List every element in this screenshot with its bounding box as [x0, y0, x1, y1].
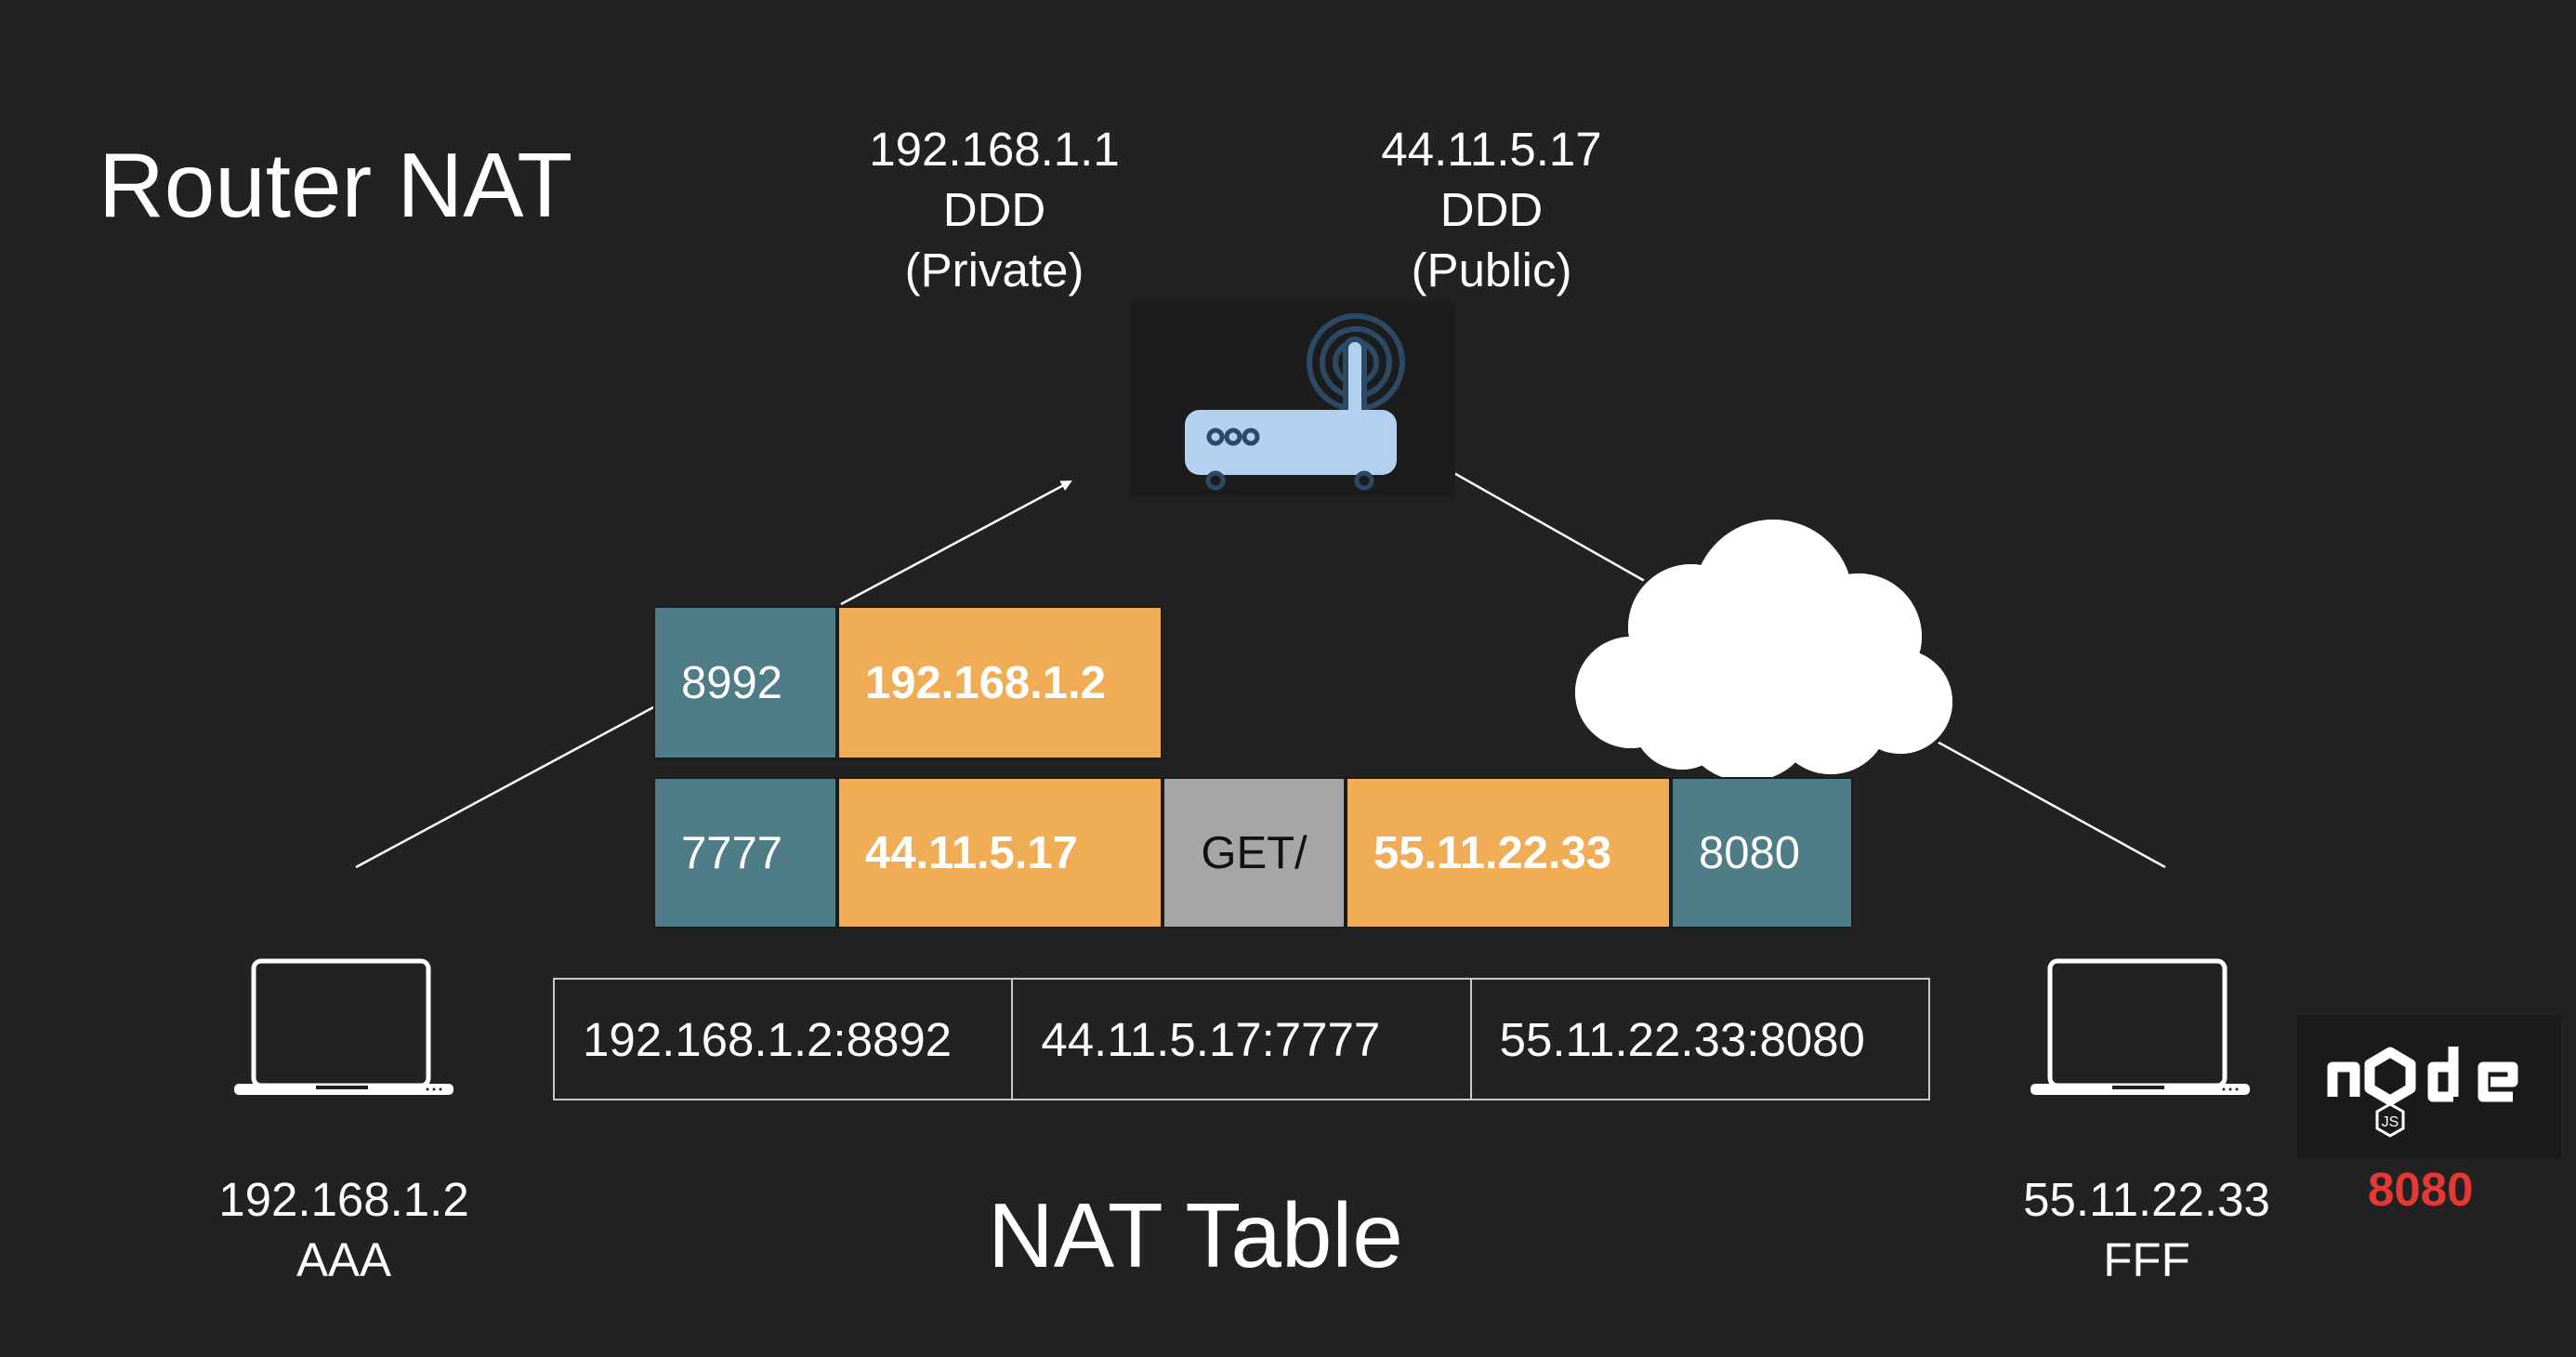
svg-text:JS: JS [2382, 1114, 2399, 1130]
nat-table-cell: 192.168.1.2:8892 [583, 1012, 953, 1066]
packet-to-router-arrow [840, 480, 1072, 606]
packet-public: 7777 44.11.5.17 GET/ 55.11.22.33 8080 [653, 777, 1853, 929]
router-public-mac: DDD [1439, 183, 1544, 236]
cloud-to-server-line [1923, 732, 2166, 869]
client-laptop-icon [234, 958, 453, 1095]
router-icon [1185, 313, 1405, 491]
router-private-ip: 192.168.1.1 [869, 123, 1120, 176]
client-to-router-line [355, 705, 656, 869]
packet-payload: GET/ [1163, 777, 1346, 929]
router-public-tag: (Public) [1411, 244, 1572, 296]
nat-table-cell: 55.11.22.33:8080 [1469, 980, 1928, 1099]
packet-dst-ip: 55.11.22.33 [1346, 777, 1671, 929]
nat-table-cell: 44.11.5.17:7777 [1011, 980, 1469, 1099]
packet-private-port: 8992 [653, 606, 837, 759]
router-to-cloud-line [1430, 458, 1650, 586]
server-laptop-icon [2031, 958, 2250, 1095]
client-mac: AAA [296, 1233, 392, 1286]
router-public-label: 44.11.5.17 DDD (Public) [1352, 119, 1631, 300]
client-label: 192.168.1.2 AAA [195, 1169, 493, 1290]
router-private-label: 192.168.1.1 DDD (Private) [855, 119, 1134, 300]
server-port-label: 8080 [2368, 1163, 2474, 1216]
packet-src-port: 7777 [653, 777, 837, 929]
router-public-ip: 44.11.5.17 [1381, 123, 1602, 176]
packet-src-ip: 44.11.5.17 [837, 777, 1163, 929]
nodejs-logo-icon: JS [2327, 1047, 2518, 1138]
client-ip: 192.168.1.2 [218, 1173, 469, 1226]
nat-table-title: NAT Table [988, 1184, 1403, 1286]
router-private-mac: DDD [942, 183, 1046, 236]
server-ip: 55.11.22.33 [2023, 1173, 2270, 1226]
nat-table: 192.168.1.2:8892 44.11.5.17:7777 55.11.2… [553, 978, 1930, 1100]
packet-dst-port: 8080 [1671, 777, 1853, 929]
server-mac: FFF [2103, 1233, 2190, 1286]
internet-cloud-icon [1571, 516, 1956, 781]
router-private-tag: (Private) [904, 244, 1084, 296]
server-label: 55.11.22.33 FFF [1998, 1169, 2295, 1290]
packet-private-ip: 192.168.1.2 [837, 606, 1163, 759]
page-title: Router NAT [99, 134, 573, 236]
packet-private: 8992 192.168.1.2 [653, 606, 1163, 759]
